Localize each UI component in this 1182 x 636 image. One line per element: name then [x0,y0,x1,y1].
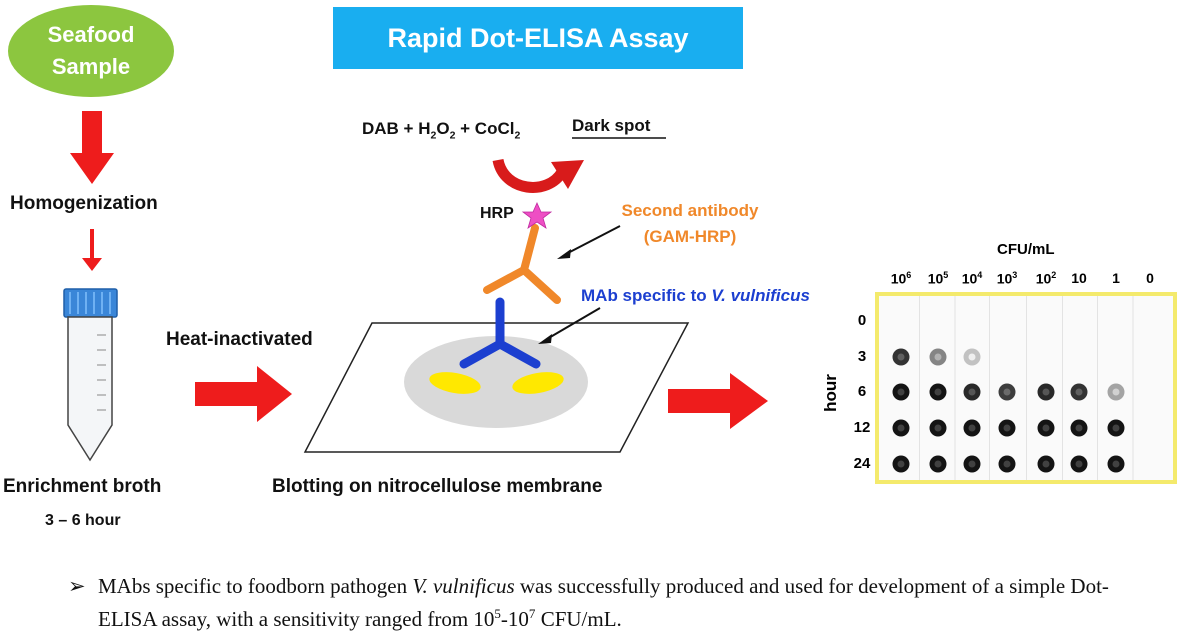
blot-dot-center [1003,460,1011,468]
blot-dot-center [968,388,976,396]
blot-dot-center [968,424,976,432]
footnote: ➢ MAbs specific to foodborn pathogen V. … [68,573,1148,633]
heat-inactivated-label: Heat-inactivated [166,329,313,350]
seafood-line1: Seafood [47,22,135,47]
arrow-right-1 [195,366,292,422]
diagram-title: Rapid Dot-ELISA Assay [333,7,743,69]
pointer-second-ab [557,225,621,259]
column-header: 103 [996,270,1018,287]
blot-dot-center [1112,460,1120,468]
arrow-right-2 [668,373,768,429]
blot-dot-center [897,424,905,432]
blot-dot-center [1112,388,1120,396]
mab-prefix: MAb specific to [581,286,712,305]
reagents-label: DAB + H2O2 + CoCl2 [362,119,521,142]
blot-dot-center [897,460,905,468]
second-antibody-line2: (GAM-HRP) [643,227,737,246]
column-header: 1 [1112,270,1120,286]
column-header: 104 [961,270,983,287]
column-header: 105 [927,270,949,287]
hour-axis-label: hour [820,374,840,412]
blot-dot-center [934,353,942,361]
blot-dot-center [897,353,905,361]
tube-icon [63,288,118,462]
blotting-label: Blotting on nitrocellulose membrane [272,476,603,497]
arrow-down-2 [82,229,102,271]
blot-dot-center [1042,460,1050,468]
dark-spot-label: Dark spot [572,116,651,135]
seafood-line2: Sample [51,54,131,79]
dot-blot-grid [892,296,1134,480]
blot-dot-center [934,460,942,468]
blot-dot-center [1042,424,1050,432]
second-antibody-line1: Second antibody [621,201,759,220]
hrp-label: HRP [480,205,514,222]
mab-antibody [459,297,541,369]
blot-dot-center [1075,460,1083,468]
duration-label: 3 – 6 hour [45,512,121,529]
blot-dot-center [897,388,905,396]
blot-dot-center [934,424,942,432]
blot-dot-center [934,388,942,396]
blot-dot-center [1075,388,1083,396]
blot-dot-center [1112,424,1120,432]
column-header: 0 [1146,270,1154,286]
bullet-arrow-icon: ➢ [68,574,86,598]
seafood-sample-node: Seafood Sample [8,5,174,97]
pointer-mab [538,307,601,344]
second-antibody-label: Second antibody (GAM-HRP) [610,198,770,250]
mab-species: V. vulnificus [711,286,810,305]
row-header: 6 [857,383,867,400]
dot-blot-panel [875,292,1177,484]
hrp-star-icon [521,202,553,229]
footnote-text: MAbs specific to foodborn pathogen V. vu… [98,574,1109,631]
blot-dot-center [1003,388,1011,396]
homogenization-label: Homogenization [10,193,158,214]
blot-dot-center [1042,388,1050,396]
row-header: 12 [853,419,871,436]
reaction-arrow-icon [492,158,584,193]
blot-dot-center [1075,424,1083,432]
enrichment-label: Enrichment broth [3,476,162,497]
blot-dot-center [968,353,976,361]
second-antibody [483,224,561,304]
blot-dot-center [968,460,976,468]
column-header: 102 [1035,270,1057,287]
nitrocellulose-membrane [303,322,690,453]
column-header: 106 [890,270,912,287]
cfu-unit-label: CFU/mL [997,241,1055,258]
mab-label: MAb specific to V. vulnificus [581,286,810,306]
blot-dot-center [1003,424,1011,432]
row-header: 0 [857,312,867,329]
row-header: 3 [857,348,867,365]
arrow-down-1 [70,111,114,184]
column-header: 10 [1071,270,1087,286]
row-header: 24 [853,455,871,472]
